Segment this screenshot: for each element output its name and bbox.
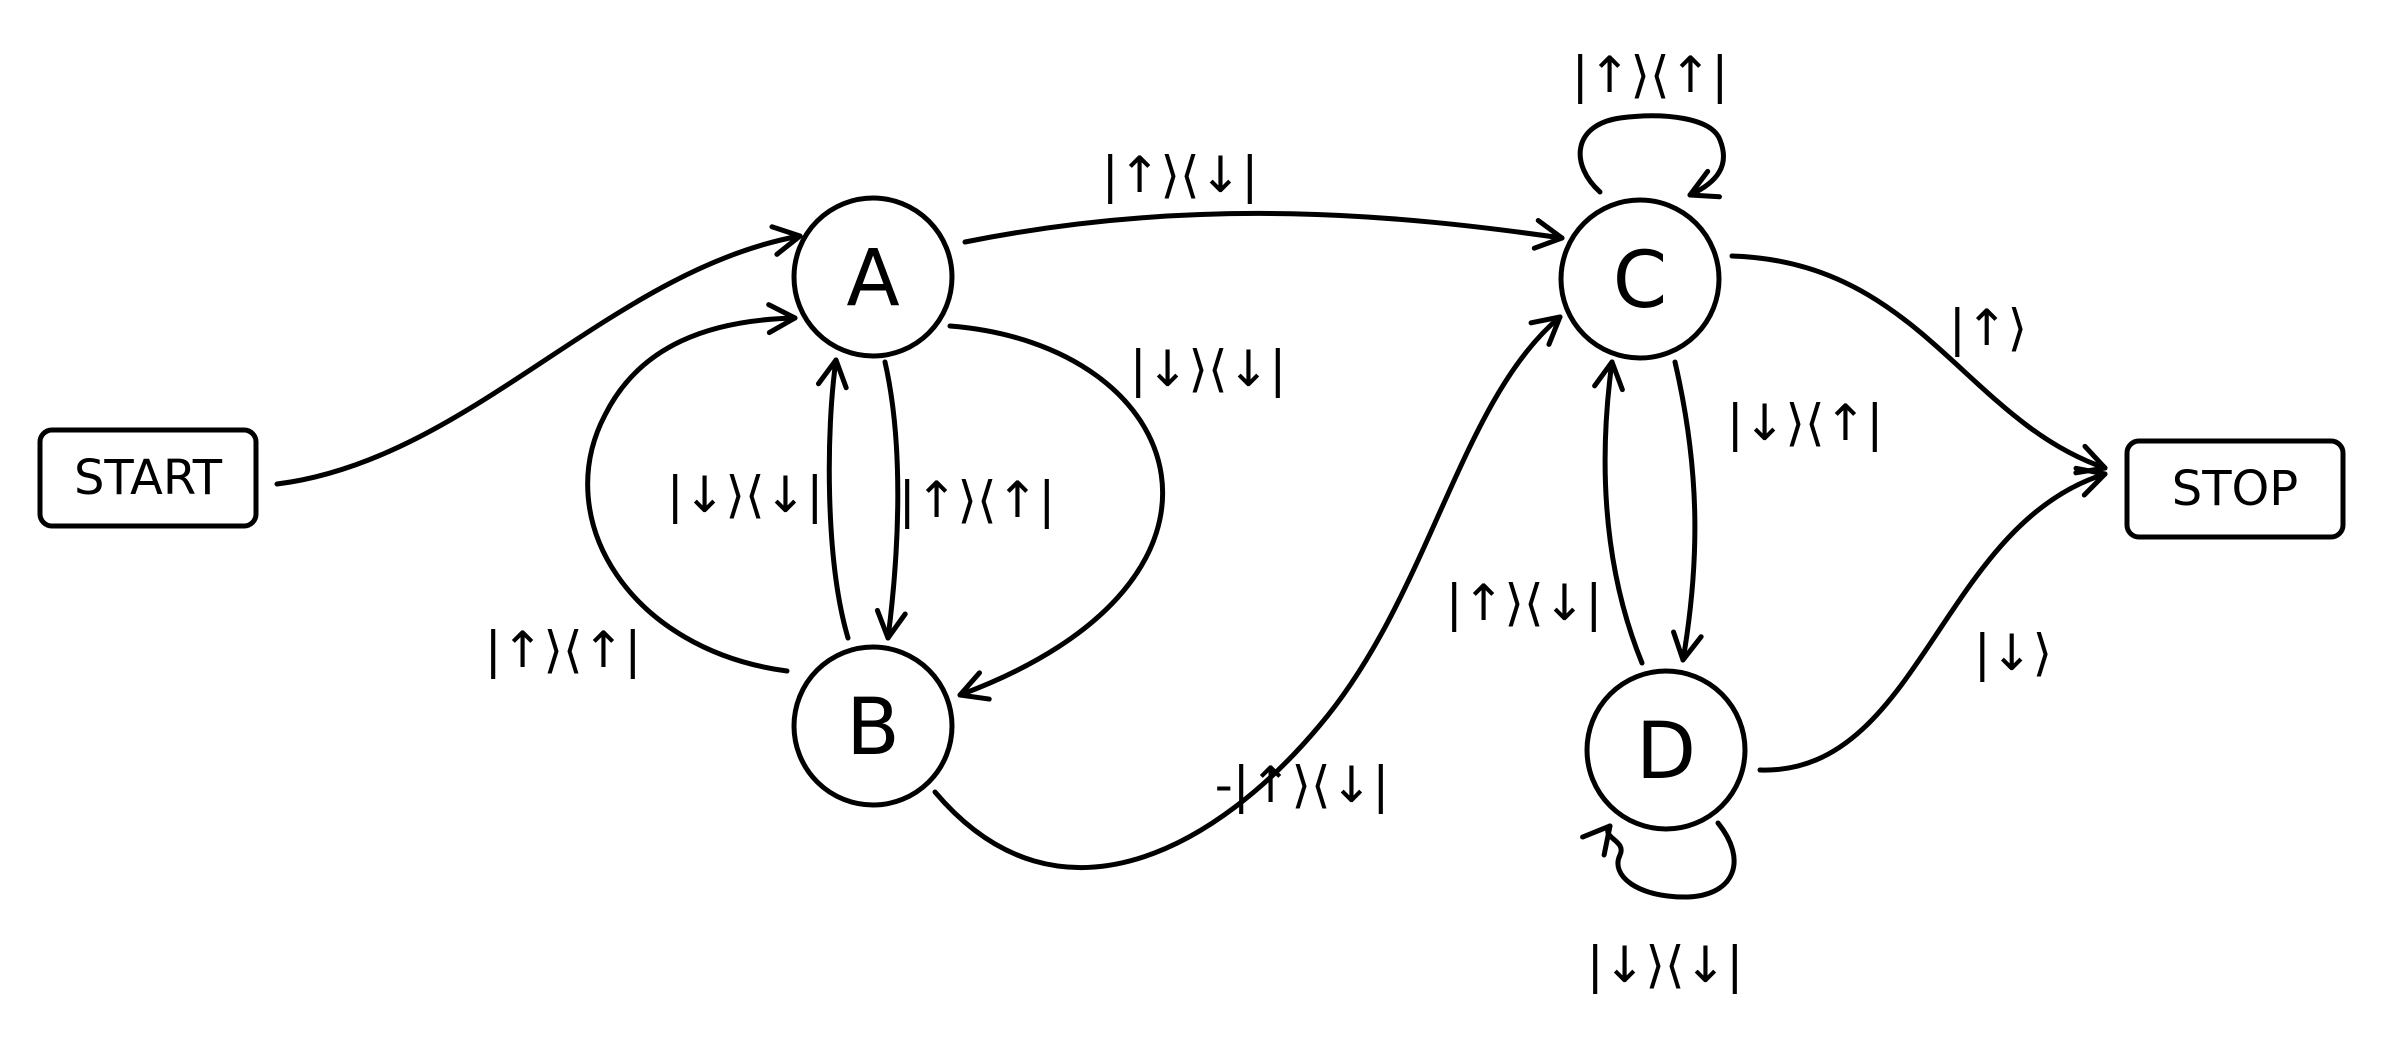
label-b-to-a-inner: |↓⟩⟨↓|	[667, 466, 824, 524]
label-b-to-a-outer: |↑⟩⟨↑|	[485, 621, 642, 679]
edge-b-to-a-inner	[815, 357, 851, 641]
node-c-label: C	[1613, 236, 1667, 326]
edge-a-to-b-right	[947, 323, 1166, 702]
edge-d-self-loop	[1580, 820, 1737, 900]
label-c-to-d: |↓⟩⟨↑|	[1727, 394, 1884, 452]
label-b-to-c: -|↑⟩⟨↓|	[1215, 756, 1390, 814]
label-a-to-c: |↑⟩⟨↓|	[1102, 146, 1259, 204]
node-a: A	[791, 195, 955, 359]
node-b: B	[791, 644, 955, 808]
edge-b-to-a-outer	[585, 302, 798, 674]
start-label: START	[74, 450, 223, 506]
label-a-to-b-inner: |↑⟩⟨↑|	[899, 471, 1056, 529]
node-b-label: B	[846, 683, 900, 773]
label-d-self-loop: |↓⟩⟨↓|	[1587, 936, 1744, 994]
start-box: START	[37, 427, 259, 529]
edge-d-to-stop	[1757, 465, 2108, 773]
edge-start-to-a	[274, 224, 803, 487]
label-d-to-stop: |↓⟩	[1974, 624, 2052, 682]
stop-label: STOP	[2172, 461, 2299, 517]
edge-a-to-c	[962, 210, 1565, 251]
node-a-label: A	[846, 234, 899, 324]
edge-d-to-c	[1592, 359, 1645, 666]
label-d-to-c: |↑⟩⟨↓|	[1446, 574, 1603, 632]
label-a-to-b-right: |↓⟩⟨↓|	[1130, 340, 1287, 398]
edge-c-self-loop	[1577, 113, 1726, 200]
node-d-label: D	[1636, 707, 1696, 797]
edge-b-to-c	[932, 314, 1563, 870]
stop-box: STOP	[2124, 438, 2346, 540]
label-c-to-stop: |↑⟩	[1949, 299, 2027, 357]
edge-c-to-d	[1671, 359, 1704, 663]
label-c-self-loop: |↑⟩⟨↑|	[1572, 46, 1729, 104]
node-d: D	[1584, 668, 1748, 832]
edge-c-to-stop	[1729, 253, 2108, 476]
node-c: C	[1558, 197, 1722, 361]
edge-a-to-b-inner	[874, 359, 908, 641]
